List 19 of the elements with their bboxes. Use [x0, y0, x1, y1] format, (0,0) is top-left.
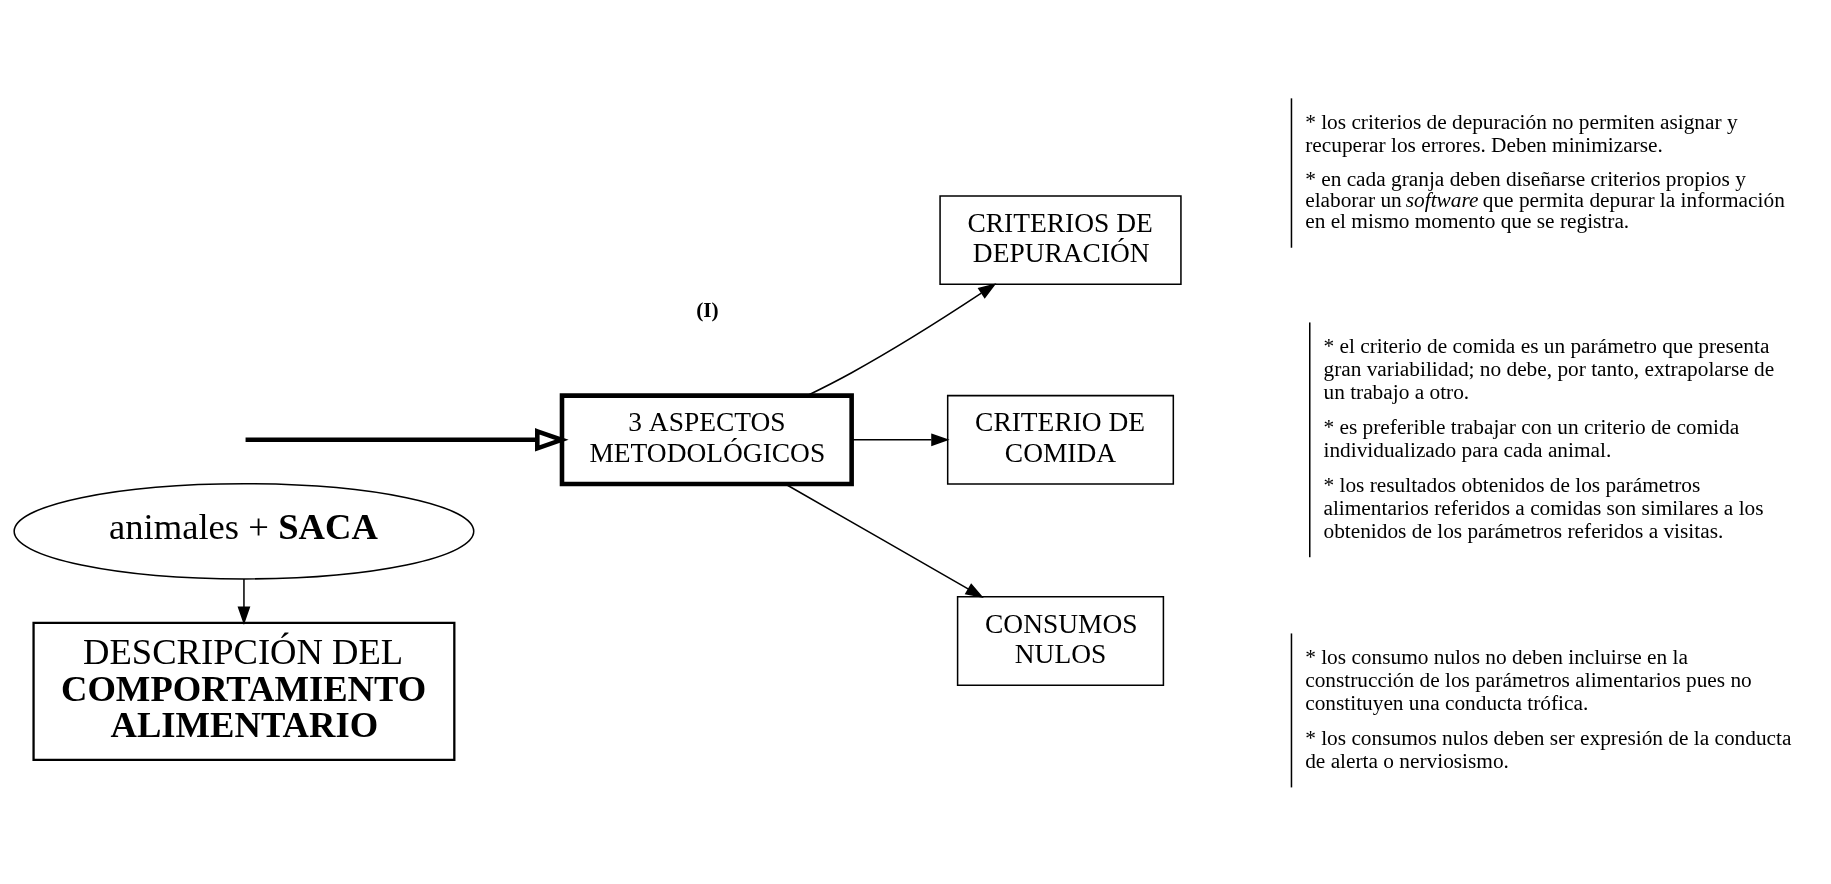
node-label: * es preferible trabajar con un criterio de comida individualizado para cada animal. [1323, 414, 1740, 462]
node-ellipse: animales + SACA [13, 482, 475, 580]
node-label: * en cada granja deben diseñarse criterios propios y elaborar un software que permita depurar la información en el mismo momento que se registra. [1305, 166, 1785, 233]
node-box: CRITERIOS DE DEPURACIÓN [939, 194, 1182, 285]
node-label: (I) [696, 297, 719, 322]
node-label: * los consumos nulos deben ser expresión de la conducta de alerta o nerviosismo. [1305, 725, 1792, 773]
arrow [806, 282, 997, 396]
arrow [784, 483, 984, 598]
node-box: 3 ASPECTOS METODOLÓGICOS [559, 392, 854, 486]
arrow [851, 432, 950, 446]
node-label: * el criterio de comida es un parámetro que presenta gran variabilidad; no debe, por tanto, extrapolarse de un trabajo a otro. [1323, 333, 1775, 404]
node-box: DESCRIPCIÓN DEL COMPORTAMIENTO ALIMENTARIO [32, 621, 456, 761]
node-label: * los criterios de depuración no permiten asignar y recuperar los errores. Deben minimizarse. [1305, 109, 1738, 157]
node-label: * los consumo nulos no deben incluirse en la construcción de los parámetros alimentarios pues no constituyen una conducta trófica. [1305, 644, 1752, 715]
node-box: CRITERIO DE COMIDA [946, 394, 1175, 485]
node-label: * los resultados obtenidos de los parámetros alimentarios referidos a comidas son similares a los obtenidos de los parámetros referidos a visitas. [1323, 472, 1764, 543]
arrow [237, 577, 251, 625]
node-box: CONSUMOS NULOS [956, 595, 1165, 686]
arrow [245, 427, 569, 452]
